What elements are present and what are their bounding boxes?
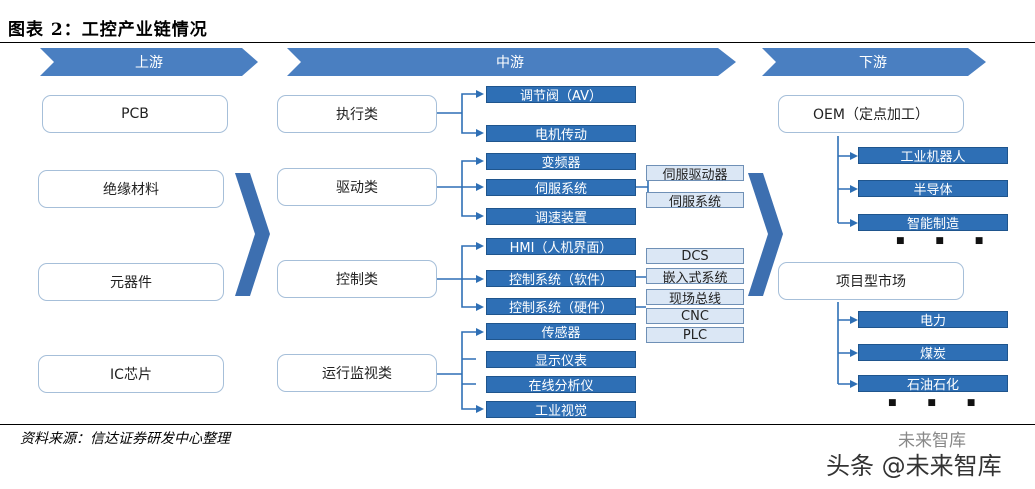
item-control-hardware: 控制系统（硬件）	[486, 298, 636, 316]
item-control-software: 控制系统（软件）	[486, 270, 636, 288]
item-online-analyzer: 在线分析仪	[486, 376, 636, 394]
sub-servo-system: 伺服系统	[646, 192, 744, 210]
sub-servo-driver: 伺服驱动器	[646, 165, 744, 183]
item-speed-control: 调速装置	[486, 208, 636, 226]
arrowheads	[476, 90, 858, 413]
oem-semiconductor: 半导体	[858, 180, 1008, 198]
upstream-pcb: PCB	[42, 95, 228, 133]
source-note: 资料来源：信达证券研发中心整理	[20, 431, 230, 447]
downstream-project-market: 项目型市场	[778, 262, 964, 300]
project-coal: 煤炭	[858, 344, 1008, 362]
category-drive: 驱动类	[277, 168, 437, 206]
chevron-upstream	[235, 173, 270, 296]
sub-dcs: DCS	[646, 248, 744, 264]
sub-fieldbus: 现场总线	[646, 289, 744, 307]
phase-arrow-upstream	[40, 48, 258, 76]
item-display-meter: 显示仪表	[486, 351, 636, 369]
item-servo-system: 伺服系统	[486, 179, 636, 197]
item-sensor: 传感器	[486, 323, 636, 341]
upstream-insulation: 绝缘材料	[38, 170, 224, 208]
chevron-midstream	[748, 173, 783, 296]
item-machine-vision: 工业视觉	[486, 401, 636, 419]
phase-upstream: 上游	[135, 55, 163, 71]
watermark-small: 未来智库	[898, 431, 966, 451]
upstream-components: 元器件	[38, 263, 224, 301]
project-power: 电力	[858, 311, 1008, 329]
item-inverter: 变频器	[486, 153, 636, 171]
oem-ellipsis: ■ ■ ■	[896, 236, 998, 246]
phase-arrow-midstream	[287, 48, 736, 76]
project-ellipsis: ■ ■ ■	[888, 398, 990, 408]
sub-cnc: CNC	[646, 308, 744, 324]
item-regulating-valve: 调节阀（AV）	[486, 86, 636, 104]
sub-plc: PLC	[646, 327, 744, 343]
category-monitor: 运行监视类	[277, 354, 437, 392]
watermark: 头条 @未来智库	[826, 452, 1002, 480]
project-petrochemical: 石油石化	[858, 375, 1008, 393]
phase-downstream: 下游	[859, 55, 887, 71]
sub-embedded-system: 嵌入式系统	[646, 268, 744, 286]
connectors	[437, 93, 850, 410]
phase-midstream: 中游	[496, 55, 524, 71]
figure-title: 图表 2：工控产业链情况	[8, 20, 208, 40]
top-rule	[0, 42, 1035, 43]
bottom-rule	[0, 424, 1035, 425]
category-control: 控制类	[277, 260, 437, 298]
downstream-oem: OEM（定点加工）	[778, 95, 964, 133]
oem-smart-manufacturing: 智能制造	[858, 214, 1008, 232]
phase-arrow-downstream	[762, 48, 986, 76]
item-hmi: HMI（人机界面）	[486, 238, 636, 256]
upstream-ic-chip: IC芯片	[38, 355, 224, 393]
item-motor-drive: 电机传动	[486, 125, 636, 143]
oem-industrial-robot: 工业机器人	[858, 147, 1008, 165]
category-actuator: 执行类	[277, 95, 437, 133]
